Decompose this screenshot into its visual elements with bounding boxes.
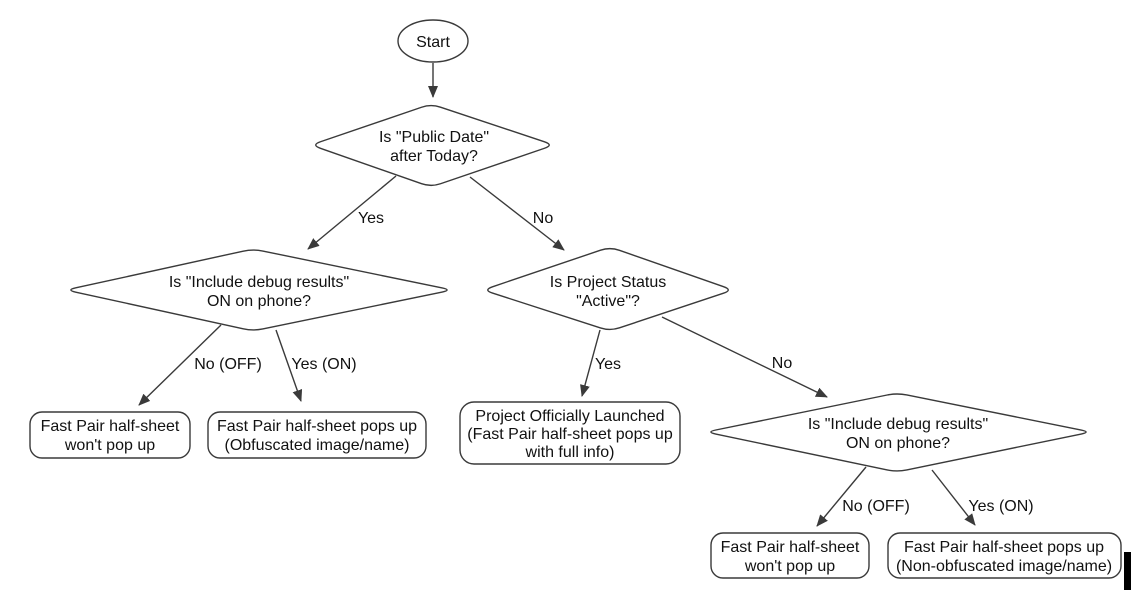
node-label: Is Project Status	[550, 274, 667, 291]
edge-project-status-yes	[580, 329, 601, 397]
edge-label-no: No	[772, 355, 793, 372]
start-ellipse	[397, 19, 469, 63]
node-decision-public-date: Is "Public Date" after Today?	[315, 104, 550, 187]
node-label: Is "Include debug results"	[808, 416, 988, 433]
edge-project-status-no	[661, 316, 828, 398]
diamond-shape	[487, 247, 729, 331]
result-box	[710, 532, 870, 579]
node-label: Fast Pair half-sheet pops up	[217, 418, 417, 435]
node-label: "Active"?	[576, 293, 640, 310]
node-label: Fast Pair half-sheet	[41, 418, 180, 435]
node-label: Is "Include debug results"	[169, 274, 349, 291]
node-label: (Non-obfuscated image/name)	[896, 558, 1112, 575]
node-label: won't pop up	[744, 558, 835, 575]
edge-debug-right-no-off	[816, 466, 867, 527]
edge-public-date-yes	[307, 175, 397, 250]
node-label: after Today?	[390, 148, 478, 165]
edge-label-yes-on: Yes (ON)	[291, 356, 356, 373]
edge-debug-left-no-off	[138, 324, 222, 406]
node-label: ON on phone?	[846, 435, 950, 452]
node-result-popup-obfuscated: Fast Pair half-sheet pops up (Obfuscated…	[207, 411, 427, 459]
node-result-popup-non-obfuscated: Fast Pair half-sheet pops up (Non-obfusc…	[887, 532, 1122, 579]
node-label: won't pop up	[64, 437, 155, 454]
result-box	[29, 411, 191, 459]
node-label: Fast Pair half-sheet pops up	[904, 539, 1104, 556]
node-decision-project-status: Is Project Status "Active"?	[487, 247, 729, 331]
edge-label-no-off: No (OFF)	[194, 356, 262, 373]
edge-label-no: No	[533, 210, 554, 227]
edge-label-yes-on: Yes (ON)	[968, 498, 1033, 515]
node-result-launched: Project Officially Launched (Fast Pair h…	[459, 401, 681, 465]
edge-public-date-no	[469, 176, 565, 251]
node-result-no-popup-right: Fast Pair half-sheet won't pop up	[710, 532, 870, 579]
node-result-no-popup-left: Fast Pair half-sheet won't pop up	[29, 411, 191, 459]
diamond-shape	[315, 104, 550, 187]
edge-debug-left-yes-on	[275, 329, 303, 402]
node-label: Is "Public Date"	[379, 129, 489, 146]
edge-label-yes: Yes	[595, 356, 621, 373]
diamond-shape	[710, 393, 1087, 472]
cursor-bar	[1124, 552, 1131, 590]
result-box	[887, 532, 1122, 579]
diamond-shape	[70, 249, 448, 331]
edge-label-yes: Yes	[358, 210, 384, 227]
node-label: Project Officially Launched	[475, 408, 664, 425]
node-label: (Obfuscated image/name)	[225, 437, 410, 454]
node-label: (Fast Pair half-sheet pops up	[467, 426, 673, 443]
node-label: Fast Pair half-sheet	[721, 539, 860, 556]
node-decision-debug-left: Is "Include debug results" ON on phone?	[70, 249, 448, 331]
result-box	[207, 411, 427, 459]
edge-label-no-off: No (OFF)	[842, 498, 910, 515]
result-box	[459, 401, 681, 465]
node-label: ON on phone?	[207, 293, 311, 310]
node-start: Start	[397, 19, 469, 63]
node-decision-debug-right: Is "Include debug results" ON on phone?	[710, 393, 1087, 472]
node-label: with full info)	[525, 444, 615, 461]
node-label: Start	[416, 34, 450, 51]
edge-debug-right-yes-on	[931, 469, 976, 526]
